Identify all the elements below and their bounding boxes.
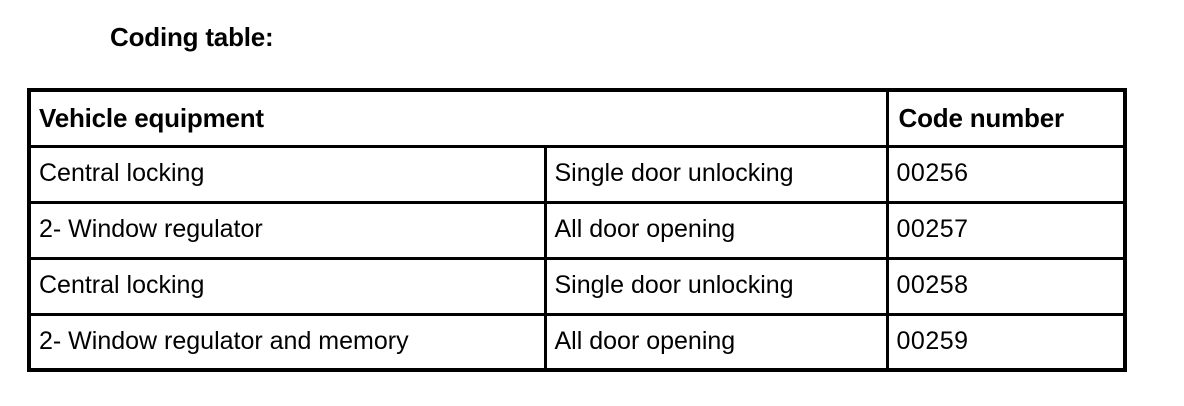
- cell-code-number: 00257: [885, 200, 1127, 260]
- cell-function: All door opening: [543, 200, 889, 260]
- cell-code-number: 00256: [885, 144, 1127, 204]
- coding-table: Vehicle equipment Code number Central lo…: [27, 88, 1128, 372]
- cell-function: Single door unlocking: [543, 144, 889, 204]
- table-row: 2- Window regulator All door opening 002…: [27, 200, 1127, 260]
- column-header-vehicle-equipment: Vehicle equipment: [27, 88, 889, 148]
- cell-code-number: 00259: [885, 312, 1127, 372]
- table-row: 2- Window regulator and memory All door …: [27, 312, 1127, 372]
- table-row: Central locking Single door unlocking 00…: [27, 144, 1127, 204]
- table-header: Vehicle equipment Code number: [27, 88, 1127, 148]
- page-title: Coding table:: [110, 22, 274, 52]
- cell-equipment: Central locking: [27, 256, 547, 316]
- cell-function: All door opening: [543, 312, 889, 372]
- cell-equipment: 2- Window regulator: [27, 200, 547, 260]
- table-row: Central locking Single door unlocking 00…: [27, 256, 1127, 316]
- table-body: Central locking Single door unlocking 00…: [27, 144, 1127, 372]
- cell-function: Single door unlocking: [543, 256, 889, 316]
- cell-equipment: 2- Window regulator and memory: [27, 312, 547, 372]
- column-header-code-number: Code number: [885, 88, 1127, 148]
- cell-code-number: 00258: [885, 256, 1127, 316]
- table-header-row: Vehicle equipment Code number: [27, 88, 1127, 148]
- cell-equipment: Central locking: [27, 144, 547, 204]
